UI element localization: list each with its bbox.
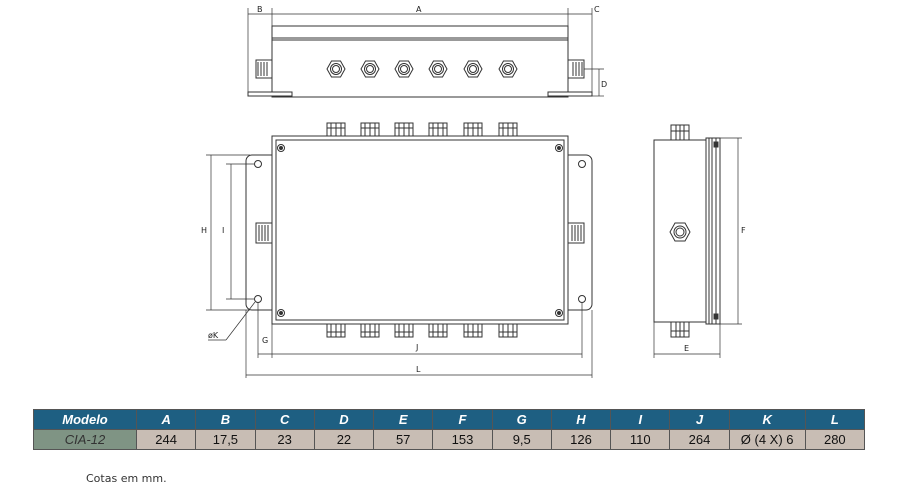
top-view: [247, 25, 593, 98]
value-cell-g: 9,5: [491, 429, 552, 450]
dim-label-i: I: [222, 226, 224, 235]
dim-label-b: B: [257, 5, 263, 14]
dim-label-k: øK: [208, 331, 219, 340]
dim-label-a: A: [416, 5, 422, 14]
front-glands: [326, 60, 518, 78]
bottom-glands: [326, 323, 518, 338]
top-glands: [326, 122, 518, 137]
dim-label-f: F: [741, 226, 746, 235]
dim-label-c: C: [594, 5, 600, 14]
header-cell-g: G: [491, 409, 552, 430]
value-cell-e: 57: [373, 429, 434, 450]
header-cell-f: F: [432, 409, 493, 430]
header-cell-a: A: [135, 409, 197, 430]
value-cell-h: 126: [550, 429, 612, 450]
header-cell-d: D: [313, 409, 375, 430]
header-cell-b: B: [195, 409, 256, 430]
value-cell-i: 110: [610, 429, 671, 450]
side-gland-left: [255, 59, 273, 79]
dim-label-g: G: [262, 336, 268, 345]
value-cell-c: 23: [254, 429, 315, 450]
value-cell-j: 264: [669, 429, 730, 450]
value-cell-l: 280: [804, 429, 866, 450]
header-cell-j: J: [669, 409, 730, 430]
header-cell-i: I: [610, 409, 671, 430]
model-cell: CIA-12: [33, 429, 137, 450]
value-cell-b: 17,5: [195, 429, 256, 450]
front-view: [245, 122, 593, 338]
side-view: [653, 124, 721, 338]
technical-drawing: B A C D H I øK G J L F E: [201, 5, 746, 378]
header-cell-l: L: [804, 409, 866, 430]
header-cell-e: E: [373, 409, 434, 430]
value-cell-k: Ø (4 X) 6: [728, 429, 806, 450]
lid-screws: [277, 144, 563, 317]
value-cell-d: 22: [313, 429, 375, 450]
mounting-holes: [254, 160, 586, 303]
header-cell-c: C: [254, 409, 315, 430]
side-gland-right: [567, 59, 585, 79]
dim-label-h: H: [201, 226, 207, 235]
header-cell-h: H: [550, 409, 612, 430]
header-cell-k: K: [728, 409, 806, 430]
value-cell-f: 153: [432, 429, 493, 450]
dim-label-j: J: [415, 343, 418, 352]
header-cell-modelo: Modelo: [33, 409, 137, 430]
value-cell-a: 244: [135, 429, 197, 450]
units-note: Cotas em mm.: [86, 472, 167, 485]
dim-label-e: E: [684, 344, 689, 353]
dim-label-l: L: [416, 365, 421, 374]
dim-label-d: D: [601, 80, 607, 89]
